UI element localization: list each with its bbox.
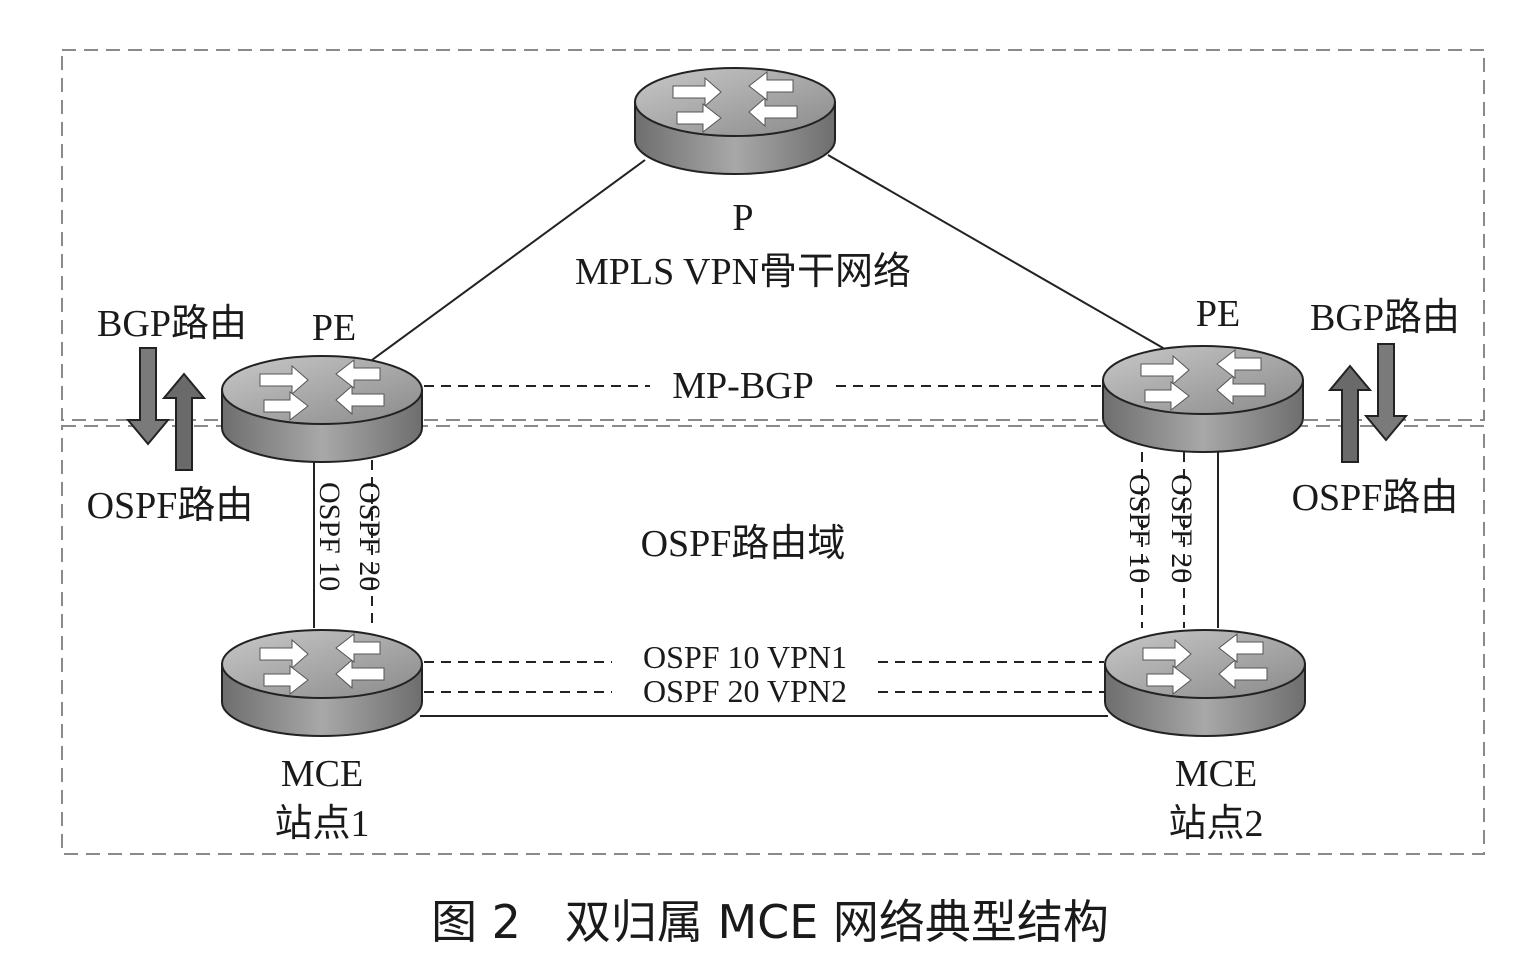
backbone-region: [61, 49, 1485, 421]
mce-left-label: MCE: [281, 753, 363, 795]
link-p-pe-left: [371, 159, 646, 361]
ospf20-vpn2-label: OSPF 20 VPN2: [643, 673, 847, 709]
ospf10-vpn1-label: OSPF 10 VPN1: [643, 639, 847, 675]
right-ospf10-vertical-label: OSPF 10: [1123, 474, 1156, 583]
right-ospf20-vertical-label: OSPF 20: [1165, 474, 1198, 583]
right-ospf-route-label: OSPF路由: [1292, 477, 1459, 519]
link-p-pe-right: [827, 154, 1171, 353]
right-bgp-down-arrow-icon: [1363, 343, 1409, 442]
left-bgp-down-arrow-icon: [125, 347, 171, 446]
router-mce-right-icon: [1104, 629, 1306, 737]
p-label: P: [732, 197, 753, 239]
site1-label: 站点1: [274, 803, 369, 845]
backbone-label: MPLS VPN骨干网络: [575, 251, 911, 293]
mce-right-label: MCE: [1175, 753, 1257, 795]
router-pe-left-icon: [221, 355, 423, 463]
left-bgp-route-label: BGP路由: [97, 303, 247, 345]
left-ospf10-vertical-label: OSPF 10: [313, 482, 346, 591]
left-ospf-up-arrow-icon: [161, 372, 207, 471]
site2-label: 站点2: [1168, 803, 1263, 845]
ospf-domain-label: OSPF路由域: [641, 523, 846, 565]
mp-bgp-label: MP-BGP: [672, 365, 814, 407]
pe-right-label: PE: [1196, 293, 1240, 335]
figure-caption: 图 2 双归属 MCE 网络典型结构: [431, 895, 1109, 949]
left-ospf-route-label: OSPF路由: [87, 485, 254, 527]
right-ospf-up-arrow-icon: [1327, 364, 1373, 463]
left-ospf20-vertical-label: OSPF 20: [353, 482, 386, 591]
router-pe-right-icon: [1102, 345, 1304, 453]
right-bgp-route-label: BGP路由: [1310, 297, 1460, 339]
router-mce-left-icon: [221, 629, 423, 737]
router-p-icon: [634, 67, 836, 175]
pe-left-label: PE: [312, 307, 356, 349]
ospf-region: [61, 425, 1485, 855]
